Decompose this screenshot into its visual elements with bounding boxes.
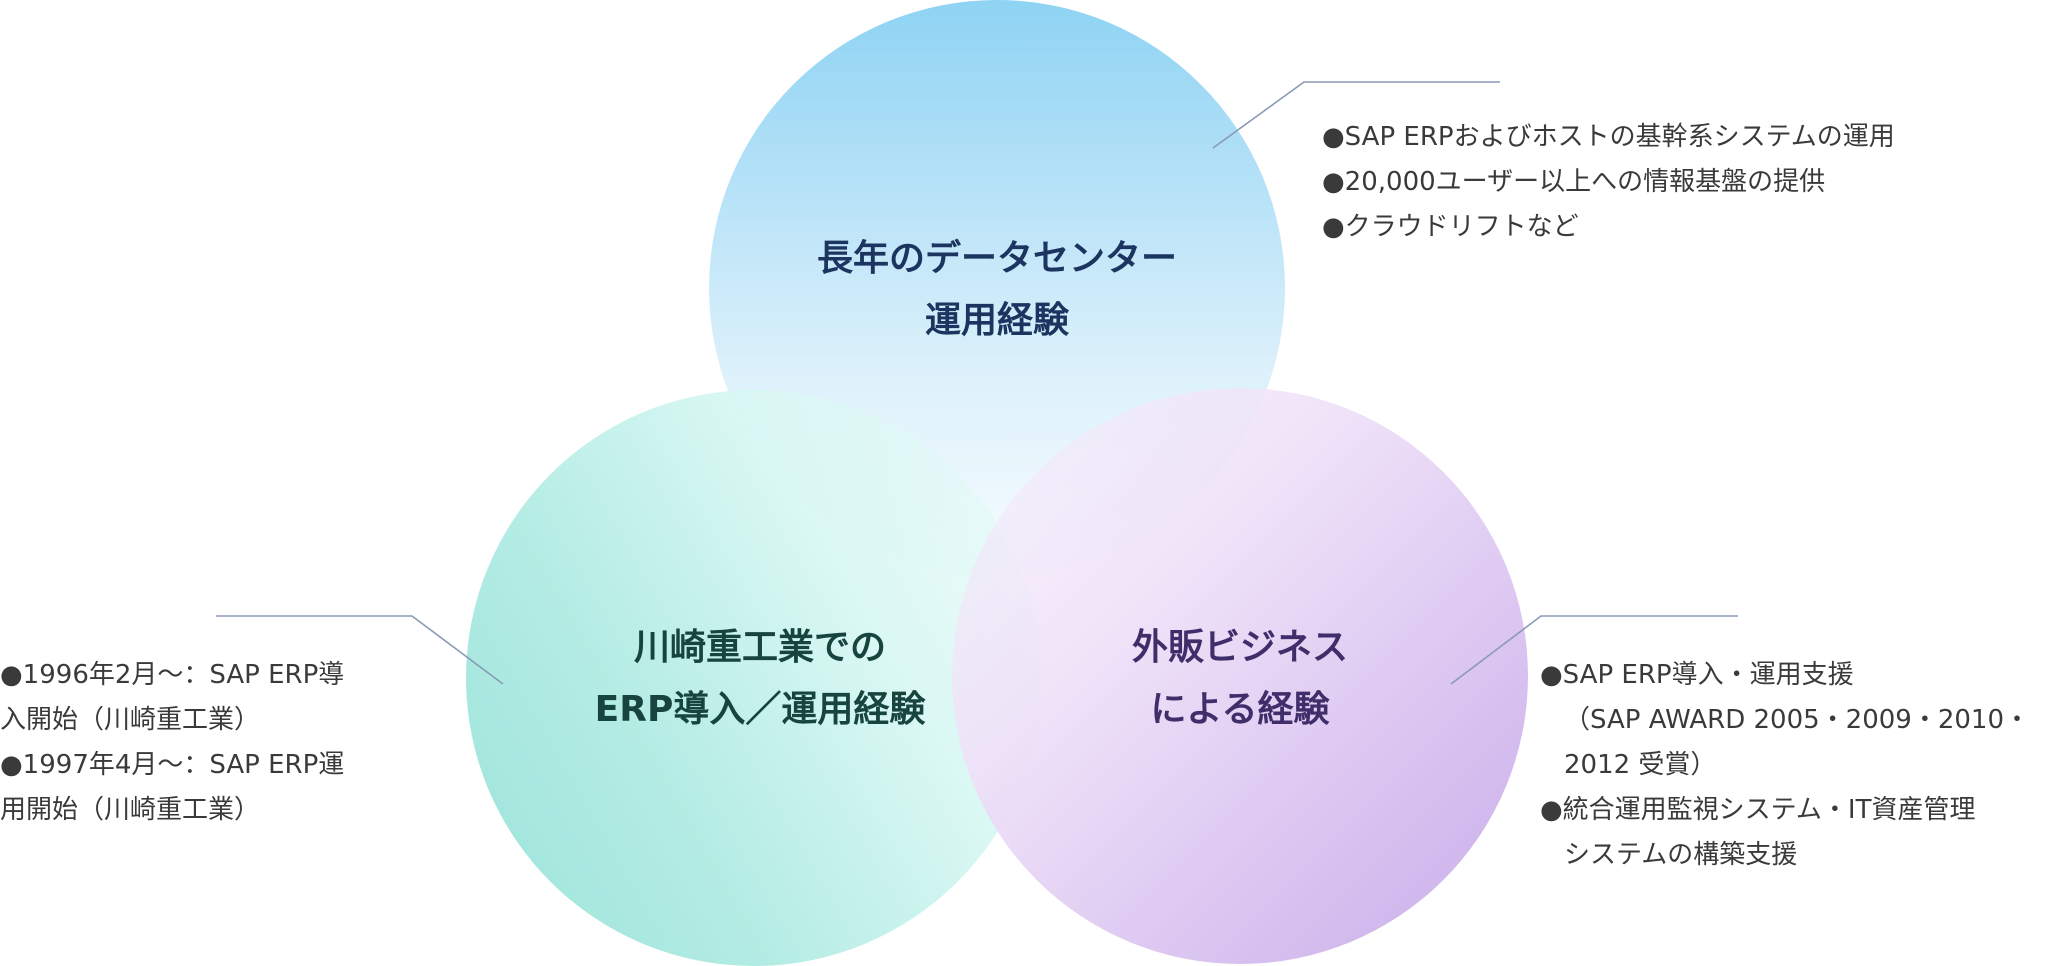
erp-title-line2: ERP導入／運用経験: [594, 689, 926, 730]
bullet-item-continuation: システムの構築支援: [1564, 840, 1798, 870]
external-business-bullet-list: ●SAP ERP導入・運用支援 （SAP AWARD 2005・2009・201…: [1540, 653, 2030, 878]
erp-title: 川崎重工業での ERP導入／運用経験: [520, 617, 1000, 741]
bullet-item: ●20,000ユーザー以上への情報基盤の提供: [1322, 167, 1826, 197]
datacenter-title: 長年のデータセンター 運用経験: [705, 228, 1289, 352]
external-business-circle: [952, 388, 1528, 964]
bullet-item: ●クラウドリフトなど: [1322, 212, 1579, 242]
external-business-title-line2: による経験: [1150, 689, 1330, 730]
erp-circle: [466, 390, 1042, 966]
bullet-item-continuation: 2012 受賞）: [1564, 750, 1717, 780]
bullet-item: ●1997年4月～：SAP ERP運: [0, 750, 345, 780]
bullet-item: ●SAP ERP導入・運用支援: [1540, 660, 1854, 690]
datacenter-bullet-list: ●SAP ERPおよびホストの基幹系システムの運用 ●20,000ユーザー以上へ…: [1322, 115, 1895, 250]
bullet-item: ●統合運用監視システム・IT資産管理: [1540, 795, 1976, 825]
bullet-item: ●1996年2月～：SAP ERP導: [0, 660, 345, 690]
erp-title-line1: 川崎重工業での: [633, 627, 886, 668]
datacenter-title-line1: 長年のデータセンター: [816, 238, 1177, 279]
bullet-item-continuation: 入開始（川崎重工業）: [0, 705, 261, 735]
external-business-title-line1: 外販ビジネス: [1131, 627, 1348, 668]
erp-bullet-list: ●1996年2月～：SAP ERP導 入開始（川崎重工業） ●1997年4月～：…: [0, 653, 344, 833]
bullet-item-continuation: 用開始（川崎重工業）: [0, 795, 261, 825]
datacenter-title-line2: 運用経験: [924, 300, 1069, 341]
bullet-item-continuation: （SAP AWARD 2005・2009・2010・: [1564, 705, 2031, 735]
external-business-title: 外販ビジネス による経験: [1000, 617, 1480, 741]
bullet-item: ●SAP ERPおよびホストの基幹系システムの運用: [1322, 122, 1895, 152]
